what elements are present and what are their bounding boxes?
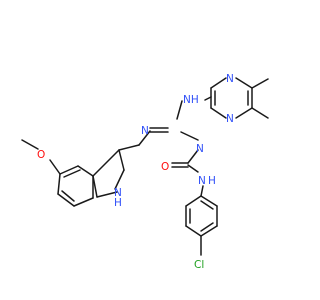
molecule-structure-diagram: NH N N N N O O N H H N Cl	[21, 73, 269, 271]
atom-label-n-indole: N	[114, 187, 122, 199]
atom-label-nh-pyrimidine-amine: NH	[183, 94, 199, 106]
atom-label-n-amide: N	[198, 175, 206, 187]
atom-label-n-pyrimidine-top: N	[226, 73, 234, 85]
atom-label-o-methoxy: O	[37, 149, 45, 161]
atom-label-layer: NH N N N N O O N H H N Cl	[37, 73, 234, 271]
atom-label-h-indole: H	[114, 197, 122, 209]
atom-label-cl: Cl	[194, 259, 204, 271]
atom-label-n-guanidine: N	[196, 143, 204, 155]
atom-label-n-imine: N	[141, 125, 149, 137]
atom-label-o-carbonyl: O	[161, 161, 169, 173]
atom-label-n-pyrimidine-bottom: N	[226, 113, 234, 125]
bond-layer	[21, 77, 269, 256]
atom-label-h-amide: H	[208, 175, 216, 187]
